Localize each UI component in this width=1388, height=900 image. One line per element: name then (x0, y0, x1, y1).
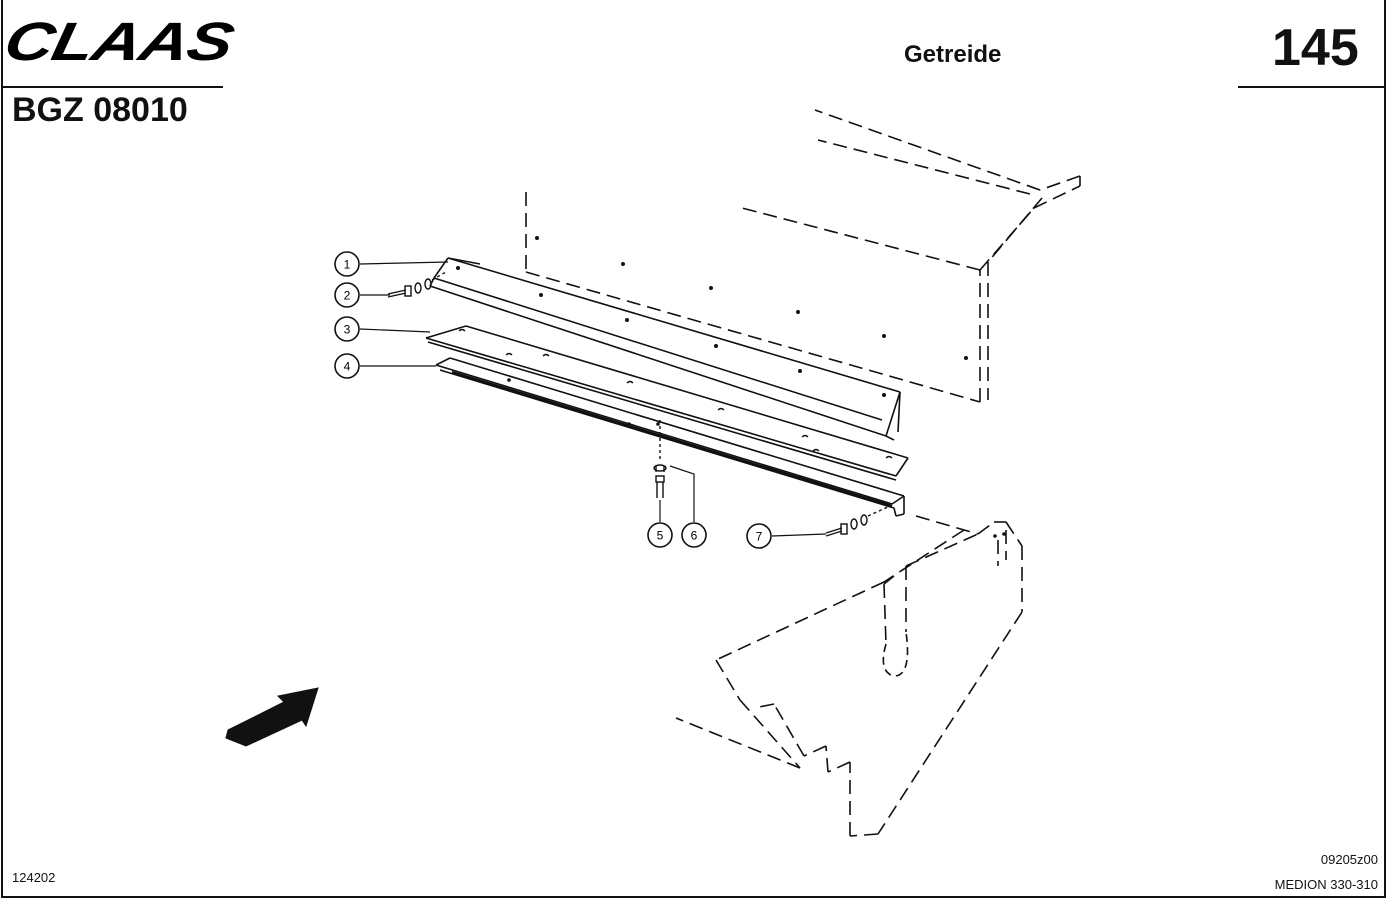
upper-housing-holes (535, 236, 968, 360)
drawing-code: 09205z00 (1320, 852, 1378, 867)
model-label: MEDION 330-310 (1274, 877, 1378, 892)
part-1-angle-strip (429, 257, 901, 441)
part-4-channel-strip (435, 357, 905, 517)
callout-7: 7 (746, 523, 772, 549)
svg-text:5: 5 (657, 529, 664, 543)
direction-arrow-icon (225, 687, 319, 747)
document-code: BGZ 08010 (12, 91, 188, 129)
part-3-slots (458, 328, 893, 459)
frame-border-bottom (1, 896, 1386, 898)
lower-housing-cutout (882, 631, 909, 677)
svg-text:1: 1 (344, 258, 351, 272)
callout-4: 4 (334, 353, 360, 379)
svg-text:2: 2 (344, 289, 351, 303)
svg-text:4: 4 (344, 360, 351, 374)
upper-housing-outline (525, 109, 1081, 403)
callout-3: 3 (334, 316, 360, 342)
footer-code-left: 124202 (12, 870, 56, 885)
section-title: Getreide (904, 41, 1002, 68)
svg-text:6: 6 (691, 529, 698, 543)
header-rule-left (3, 86, 223, 88)
part-4-holes (507, 378, 802, 480)
callout-5: 5 (647, 522, 673, 548)
lower-housing-dashed (675, 515, 1023, 837)
part-3-plate (425, 325, 909, 481)
callout-2: 2 (334, 282, 360, 308)
svg-text:7: 7 (756, 530, 763, 544)
lower-housing-holes (993, 532, 1006, 538)
bolt-7-assembly (825, 505, 891, 537)
callout-1: 1 (334, 251, 360, 277)
frame-border-left (1, 0, 3, 898)
page-number: 145 (1272, 19, 1359, 77)
callout-leaders (359, 261, 827, 537)
part-1-holes (456, 266, 886, 397)
callout-6: 6 (681, 522, 707, 548)
frame-border-right (1384, 0, 1386, 898)
bolt-2-assembly (387, 271, 447, 298)
bolt-5-6-assembly (653, 420, 667, 498)
header-rule-right (1238, 86, 1386, 88)
svg-text:3: 3 (344, 323, 351, 337)
